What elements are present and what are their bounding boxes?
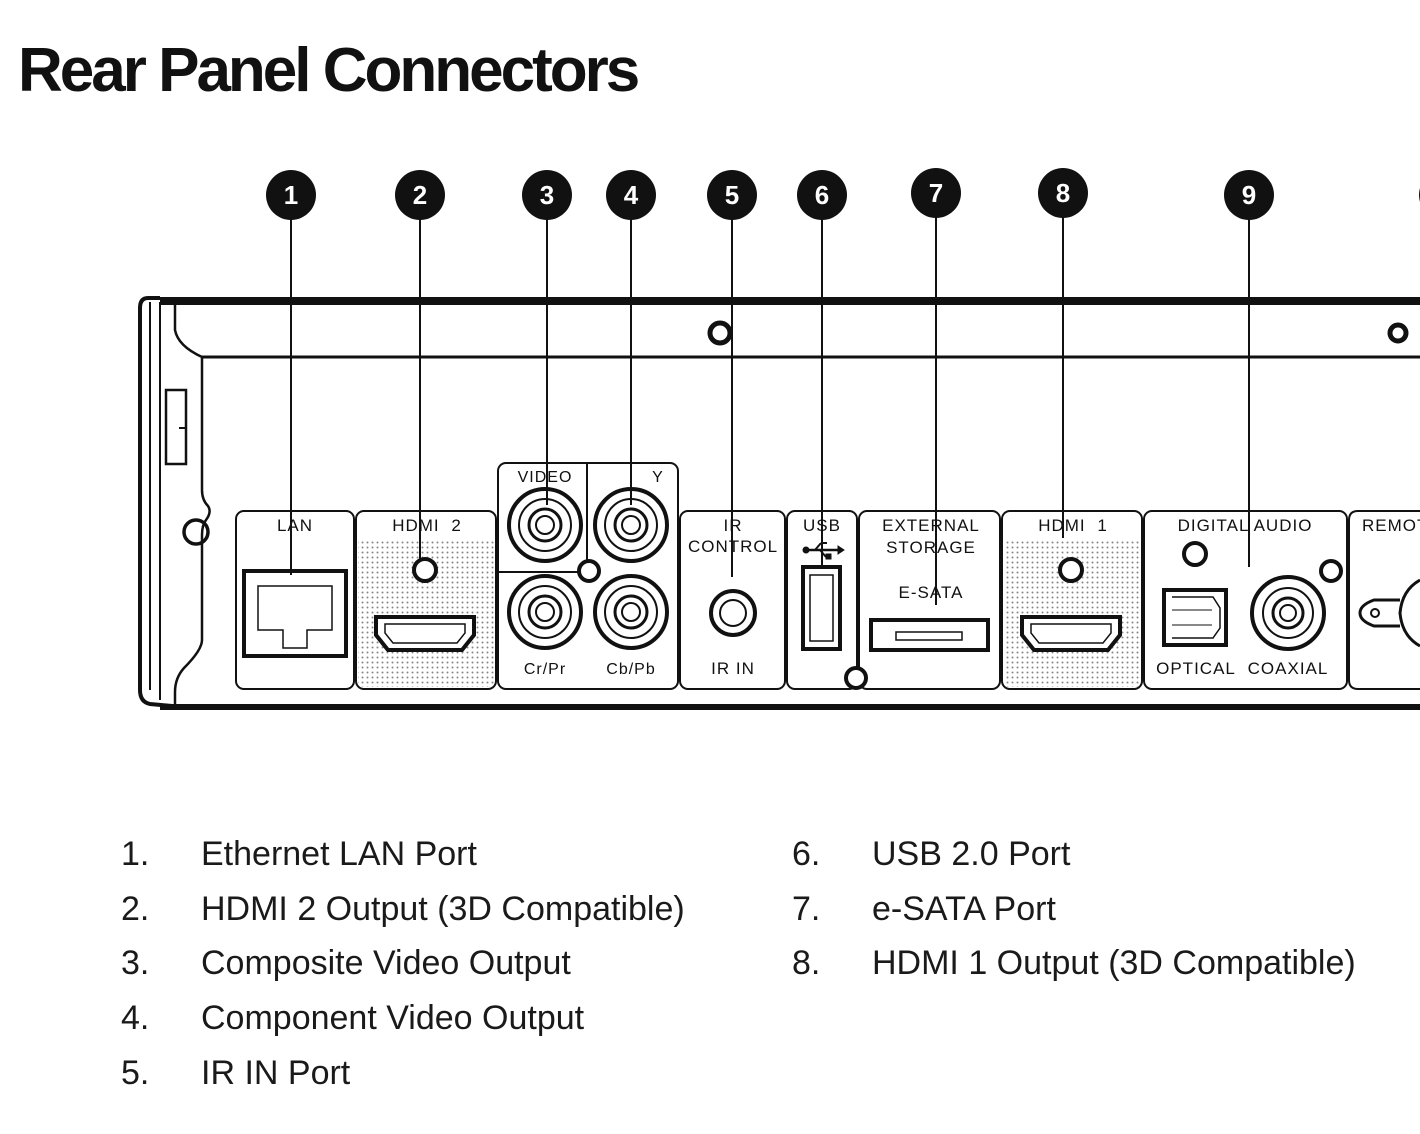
svg-text:8: 8 <box>1056 178 1070 208</box>
legend-text: Ethernet LAN Port <box>201 834 477 873</box>
label-optical: OPTICAL <box>1156 659 1236 678</box>
label-storage: STORAGE <box>886 538 976 557</box>
svg-text:9: 9 <box>1242 180 1256 210</box>
legend-text: Composite Video Output <box>201 944 571 983</box>
callout-leaders <box>290 195 1250 605</box>
label-remote: REMOT <box>1362 516 1420 535</box>
callout-3: 3 <box>522 170 572 220</box>
legend-number: 3. <box>121 944 150 983</box>
legend-number: 2. <box>121 889 150 928</box>
rear-panel-diagram: LAN HDMI 2 VIDEO Y Cr/Pr Cb/Pb IR CONTRO… <box>138 168 1420 710</box>
legend-number: 1. <box>121 834 150 873</box>
legend-item: 1. Ethernet LAN Port <box>121 827 685 882</box>
label-ir-in: IR IN <box>711 659 755 678</box>
svg-text:2: 2 <box>413 180 427 210</box>
legend-number: 7. <box>792 889 821 928</box>
legend-number: 8. <box>792 944 821 983</box>
legend-item: 8. HDMI 1 Output (3D Compatible) <box>792 937 1356 992</box>
svg-text:7: 7 <box>929 178 943 208</box>
label-y: Y <box>652 469 664 486</box>
rca-cbpb <box>593 574 669 650</box>
rca-crpr <box>507 574 583 650</box>
video-section <box>498 463 669 650</box>
legend-item: 6. USB 2.0 Port <box>792 827 1356 882</box>
legend-left: 1. Ethernet LAN Port 2. HDMI 2 Output (3D … <box>121 827 685 1101</box>
legend-text: Component Video Output <box>201 999 585 1038</box>
label-hdmi1: HDMI 1 <box>1038 516 1108 535</box>
callout-9: 9 <box>1224 170 1274 220</box>
legend-item: 7. e-SATA Port <box>792 882 1356 937</box>
legend-item: 2. HDMI 2 Output (3D Compatible) <box>121 882 685 937</box>
label-hdmi2: HDMI 2 <box>392 516 462 535</box>
svg-text:3: 3 <box>540 180 554 210</box>
svg-text:4: 4 <box>624 180 639 210</box>
legend-text: USB 2.0 Port <box>872 834 1071 873</box>
label-esata: E-SATA <box>899 583 964 602</box>
label-cbpb: Cb/Pb <box>606 661 655 678</box>
label-coaxial: COAXIAL <box>1248 659 1329 678</box>
callout-2: 2 <box>395 170 445 220</box>
lan-port <box>242 569 348 658</box>
callout-7: 7 <box>911 168 961 218</box>
legend-right: 6. USB 2.0 Port 7. e-SATA Port 8. HDMI 1 Ou… <box>792 827 1356 991</box>
svg-text:1: 1 <box>284 180 298 210</box>
legend-text: e-SATA Port <box>872 889 1056 928</box>
callout-8: 8 <box>1038 168 1088 218</box>
callouts: 1 2 3 4 5 6 7 8 9 <box>266 168 1420 220</box>
usb-icon <box>802 542 845 560</box>
svg-text:5: 5 <box>725 180 739 210</box>
label-crpr: Cr/Pr <box>524 661 566 678</box>
svg-text:6: 6 <box>815 180 829 210</box>
chassis <box>138 296 1420 710</box>
digital-audio-ports <box>1162 541 1343 651</box>
legend-text: IR IN Port <box>201 1054 351 1093</box>
callout-5: 5 <box>707 170 757 220</box>
legend-number: 6. <box>792 834 821 873</box>
legend-item: 3. Composite Video Output <box>121 937 685 992</box>
legend-text: HDMI 1 Output (3D Compatible) <box>872 944 1356 983</box>
remote-port <box>1358 578 1420 648</box>
callout-4: 4 <box>606 170 656 220</box>
legend-text: HDMI 2 Output (3D Compatible) <box>201 889 685 928</box>
legend-item: 4. Component Video Output <box>121 991 685 1046</box>
label-digital-audio: DIGITAL AUDIO <box>1178 516 1313 535</box>
ir-in-jack <box>709 589 757 637</box>
hdmi2-port <box>374 557 476 652</box>
legend-number: 5. <box>121 1054 150 1093</box>
port-panels <box>235 462 1420 690</box>
legend-number: 4. <box>121 999 150 1038</box>
label-video: VIDEO <box>518 469 573 486</box>
label-external: EXTERNAL <box>882 516 980 535</box>
label-lan: LAN <box>277 516 313 535</box>
callout-1: 1 <box>266 170 316 220</box>
hdmi1-port <box>1020 557 1122 652</box>
page-title: Rear Panel Connectors <box>18 36 640 105</box>
rca-video <box>507 487 583 563</box>
callout-6: 6 <box>797 170 847 220</box>
legend-item: 5. IR IN Port <box>121 1046 685 1101</box>
esata-port <box>869 618 990 652</box>
